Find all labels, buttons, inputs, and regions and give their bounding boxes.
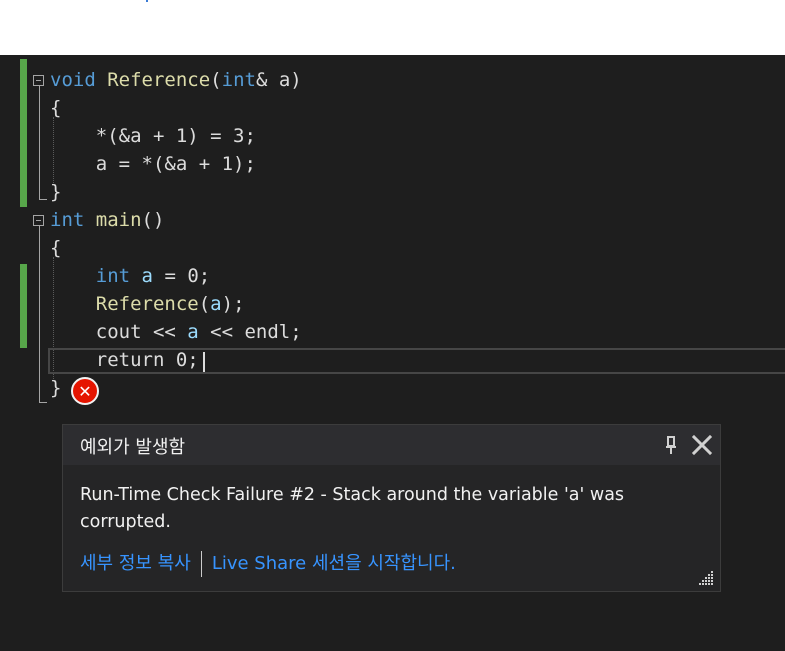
code-line[interactable]: void Reference(int& a) [50, 66, 302, 94]
code-token: int [221, 69, 256, 91]
code-line[interactable]: { [50, 94, 61, 122]
live-share-link[interactable]: Live Share 세션을 시작합니다. [211, 553, 456, 574]
current-line-highlight [48, 348, 785, 374]
exception-title: 예외가 발생함 [80, 437, 186, 458]
code-token: { [50, 237, 62, 259]
code-token: Reference [107, 69, 211, 91]
pin-icon[interactable] [664, 434, 678, 456]
code-token: cout << [50, 321, 188, 343]
code-token: } [50, 181, 62, 203]
code-line[interactable]: } [50, 178, 61, 206]
code-token [96, 69, 107, 91]
code-editor[interactable]: void Reference(int& a){ *(&a + 1) = 3; a… [0, 55, 785, 651]
outline-line-main [39, 226, 40, 402]
code-token: ); [221, 293, 245, 315]
code-line[interactable]: { [50, 234, 61, 262]
blue-dot [146, 0, 148, 2]
code-token: { [50, 97, 62, 119]
exception-links: 세부 정보 복사 Live Share 세션을 시작합니다. [80, 549, 456, 577]
code-line[interactable]: cout << a << endl; [50, 318, 302, 346]
change-bar-main [20, 264, 27, 348]
outline-line-reference [39, 86, 40, 199]
top-blank-area [0, 0, 785, 55]
code-token: } [50, 377, 62, 399]
code-token: a [187, 321, 199, 343]
exception-popup: 예외가 발생함 Run-Time Check Failure #2 - Stac… [62, 424, 721, 592]
collapse-main-icon[interactable] [33, 215, 44, 226]
code-token: return 0; [50, 349, 199, 371]
code-token [50, 265, 96, 287]
indent-guide-reference [53, 117, 54, 185]
close-icon[interactable] [691, 434, 713, 456]
outline-end-reference [39, 199, 47, 200]
code-line[interactable]: a = *(&a + 1); [50, 150, 256, 178]
code-line[interactable]: int a = 0; [50, 262, 210, 290]
exception-message: Run-Time Check Failure #2 - Stack around… [80, 485, 625, 532]
code-token: & a) [255, 69, 302, 91]
code-line[interactable]: int main() [50, 206, 164, 234]
code-token [130, 265, 141, 287]
text-caret [203, 352, 205, 372]
code-token: Reference [95, 293, 199, 315]
code-token: () [141, 209, 165, 231]
code-token: << endl; [198, 321, 302, 343]
copy-details-link[interactable]: 세부 정보 복사 [80, 553, 191, 574]
code-token: ( [210, 69, 222, 91]
indent-guide-main [53, 257, 54, 381]
code-token: int [50, 209, 85, 231]
link-separator [200, 551, 202, 577]
code-token: int [95, 265, 131, 287]
code-token: *(&a + 1) = 3; [50, 125, 256, 147]
collapse-reference-icon[interactable] [33, 75, 44, 86]
resize-grip-icon[interactable] [697, 569, 715, 587]
code-line[interactable]: } [50, 374, 61, 402]
code-token [84, 209, 95, 231]
error-icon[interactable]: ✕ [71, 377, 99, 405]
code-line[interactable]: *(&a + 1) = 3; [50, 122, 256, 150]
code-token: a [141, 265, 153, 287]
code-token: a = *(&a + 1); [50, 153, 256, 175]
code-token: a [210, 293, 222, 315]
code-token [50, 293, 96, 315]
code-line[interactable]: Reference(a); [50, 290, 245, 318]
code-token: void [50, 69, 96, 91]
change-bar-reference [20, 59, 27, 207]
code-line[interactable]: return 0; [50, 346, 199, 374]
code-token: ( [198, 293, 211, 315]
code-token: main [95, 209, 142, 231]
code-token: = 0; [153, 265, 211, 287]
outline-end-main [39, 402, 47, 403]
exception-popup-header: 예외가 발생함 [63, 425, 720, 465]
